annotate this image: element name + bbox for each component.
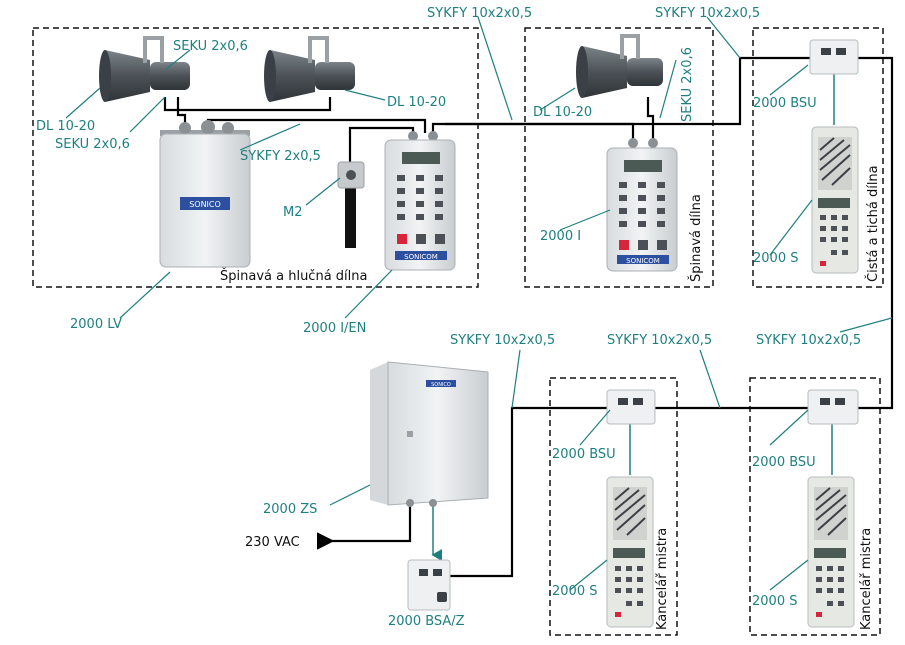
- speaker-label: DL 10-20: [533, 105, 592, 120]
- cable-label: SEKU 2x0,6: [680, 47, 695, 122]
- zone-label: Čistá a tichá dílna: [865, 165, 881, 282]
- station-2000-ien: SONICOM: [384, 131, 456, 271]
- bsu-socket-1: [809, 39, 859, 75]
- cable-label: SYKFY 10x2x0,5: [607, 333, 712, 348]
- m2-sensor: [337, 161, 365, 248]
- zone-dirty-workshop: [524, 27, 714, 288]
- zone-label: Kancelář mistra: [859, 528, 874, 630]
- zone-dirty-noisy-workshop: [32, 27, 479, 288]
- amplifier-label: 2000 LV: [70, 317, 122, 332]
- zone-label: Špinavá dílna: [688, 194, 704, 282]
- central-unit-2000-zs: SONICO: [370, 361, 489, 507]
- central-logo: SONICO: [431, 382, 451, 388]
- cable-label: SEKU 2x0,6: [55, 137, 130, 152]
- station-2000-s-3: [807, 476, 855, 628]
- station-label: 2000 S: [552, 584, 597, 599]
- speaker-label: DL 10-20: [387, 95, 446, 110]
- bsu-label: 2000 BSU: [552, 447, 616, 462]
- bsu-socket-3: [807, 389, 859, 425]
- amplifier-2000-lv: SONICO: [159, 120, 251, 268]
- station-label: 2000 I: [540, 229, 581, 244]
- labels: SYKFY 10x2x0,5 SYKFY 10x2x0,5 SEKU 2x0,6…: [36, 6, 881, 630]
- amplifier-logo: SONICO: [189, 200, 221, 209]
- speaker-label: DL 10-20: [36, 119, 95, 134]
- zone-label: Špinavá a hlučná dílna: [220, 268, 367, 284]
- zone-master-office-1: [549, 377, 678, 636]
- station-2000-s-2: [606, 476, 654, 628]
- cable-label: SYKFY 10x2x0,5: [756, 333, 861, 348]
- power-label: 230 VAC: [245, 535, 300, 550]
- cable-label: SYKFY 10x2x0,5: [655, 6, 760, 21]
- cabling: [163, 56, 894, 578]
- bsu-label: 2000 BSU: [753, 96, 817, 111]
- bsaz-label: 2000 BSA/Z: [388, 614, 465, 629]
- m2-label: M2: [283, 205, 303, 220]
- bsu-label: 2000 BSU: [752, 455, 816, 470]
- station-label: 2000 S: [752, 594, 797, 609]
- station-label: 2000 I/EN: [303, 321, 366, 336]
- speaker-horn-c: [576, 34, 663, 98]
- zone-label: Kancelář mistra: [655, 528, 670, 630]
- station-label: 2000 S: [753, 251, 798, 266]
- station-i-logo: SONICOM: [626, 257, 660, 265]
- cable-label: SYKFY 10x2x0,5: [450, 333, 555, 348]
- speaker-horn-a: [99, 36, 190, 102]
- station-ien-logo: SONICOM: [404, 253, 438, 261]
- speaker-horn-b: [264, 36, 355, 102]
- station-2000-s-1: [811, 126, 859, 274]
- cable-label: SEKU 2x0,6: [173, 39, 248, 54]
- cable-label: SYKFY 10x2x0,5: [427, 6, 532, 21]
- bsaz-unit: [407, 559, 451, 611]
- bsu-socket-2: [606, 389, 656, 425]
- central-label: 2000 ZS: [263, 502, 317, 517]
- zone-clean-quiet-workshop: [752, 27, 884, 288]
- zone-master-office-2: [749, 377, 881, 636]
- cable-label: SYKFY 2x0,5: [240, 149, 321, 164]
- station-2000-i: SONICOM: [606, 138, 678, 272]
- leader-lines: [65, 16, 893, 591]
